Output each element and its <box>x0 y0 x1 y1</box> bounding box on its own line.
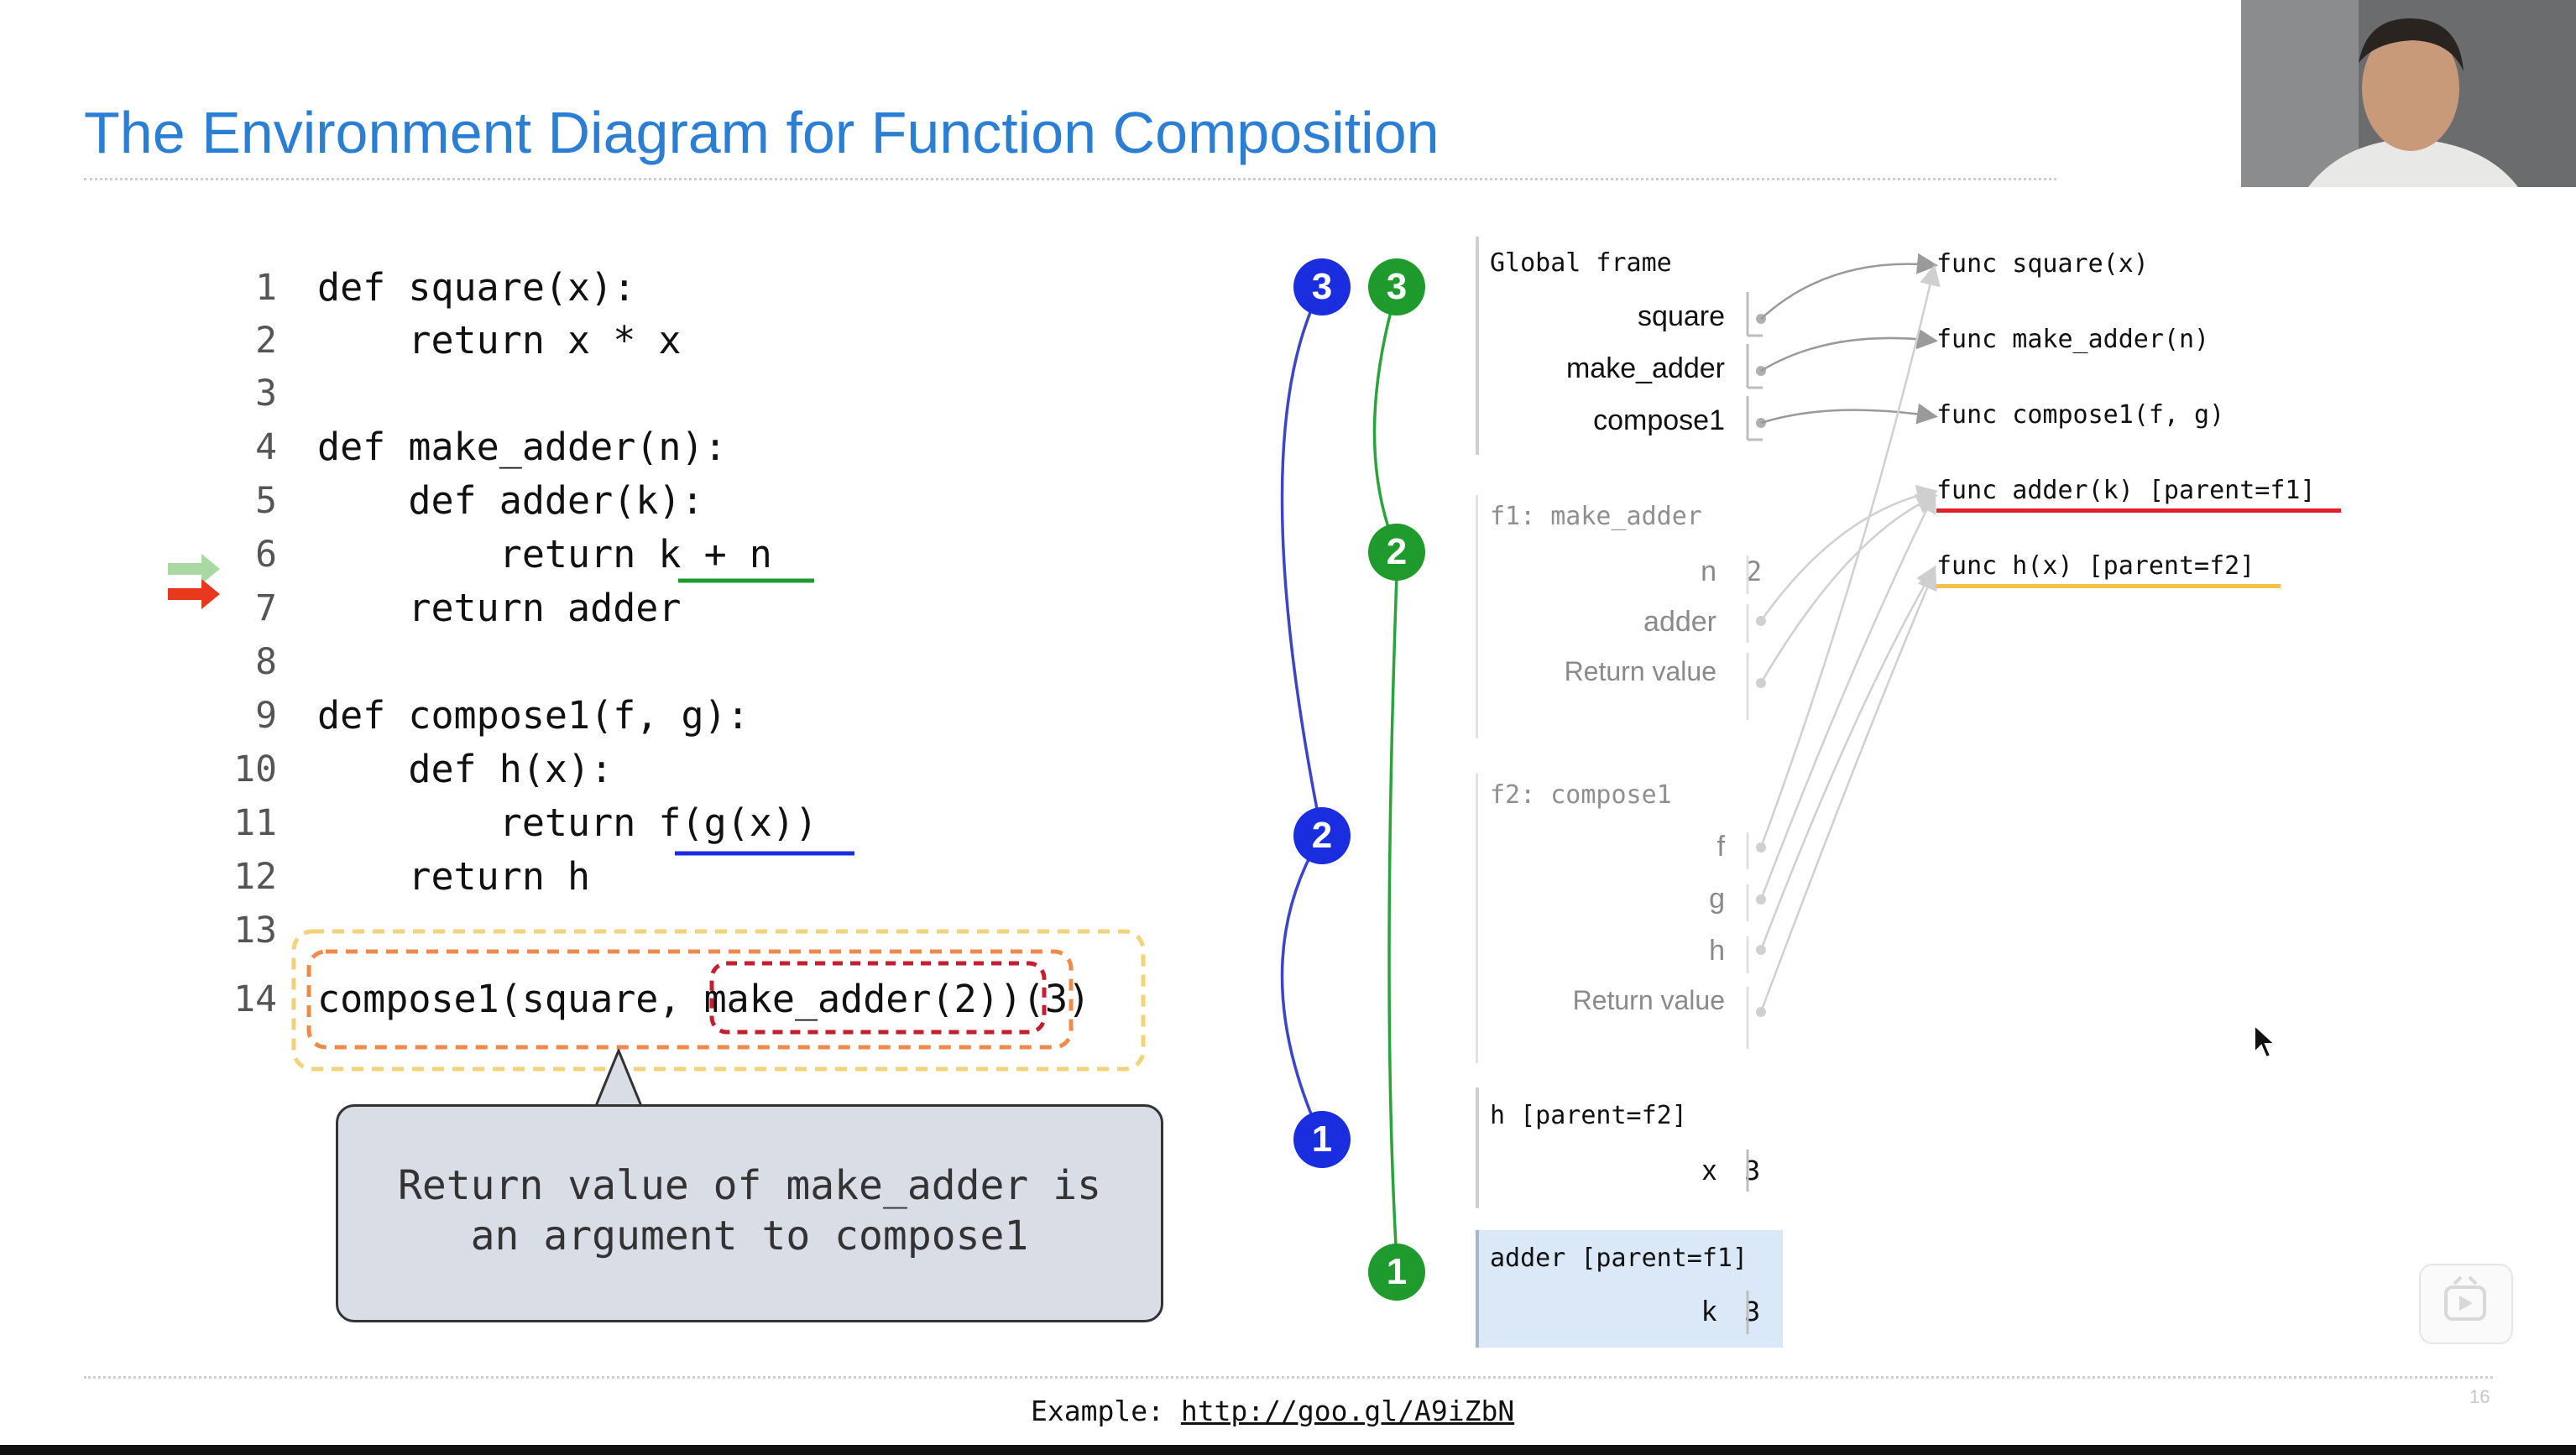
example-link-row: Example: http://goo.gl/A9iZbN <box>1031 1395 1514 1427</box>
title-divider <box>84 178 2056 180</box>
code-line-5: def adder(k): <box>317 478 704 523</box>
call-box-outer <box>291 929 1146 1072</box>
mouse-cursor-icon <box>2254 1024 2277 1059</box>
code-line-6: return k + n <box>317 532 772 576</box>
object-func-square: func square(x) <box>1936 249 2149 279</box>
callout-bubble: Return value of make_adder is an argumen… <box>336 1104 1163 1322</box>
f2-var-g: g <box>1709 883 1725 915</box>
green-connector-upper <box>1372 286 1399 553</box>
f1-val-n: 2 <box>1746 555 1763 587</box>
line-number: 13 <box>233 910 277 952</box>
object-underline-red <box>1936 508 2341 513</box>
footer-divider <box>84 1376 2493 1379</box>
code-line-14: compose1(square, make_adder(2))(3) <box>317 977 1091 1021</box>
f2-var-return-value: Return value <box>1572 985 1725 1015</box>
object-func-h: func h(x) [parent=f2] <box>1936 551 2255 581</box>
line-number: 9 <box>255 695 277 737</box>
frame-border <box>1476 774 1478 1063</box>
blue-connector-lower <box>1280 834 1324 1140</box>
line-number: 8 <box>255 641 277 683</box>
line-number: 3 <box>255 373 277 415</box>
step-marker-blue-2: 2 <box>1293 807 1351 864</box>
step-marker-blue-1: 1 <box>1293 1111 1351 1168</box>
f1-frame-label: f1: make_adder <box>1490 502 1702 531</box>
callout-text-line-1: Return value of make_adder is <box>397 1162 1102 1209</box>
object-func-make-adder: func make_adder(n) <box>1936 325 2210 354</box>
bottom-bar <box>0 1445 2576 1455</box>
play-icon <box>2444 1275 2486 1321</box>
previous-line-arrow-icon <box>168 554 220 584</box>
adder-frame-active <box>1476 1230 1783 1348</box>
step-marker-green-1: 1 <box>1368 1244 1425 1301</box>
slide-title: The Environment Diagram for Function Com… <box>84 100 1440 165</box>
step-marker-green-3: 3 <box>1368 258 1425 316</box>
example-label: Example: <box>1031 1395 1164 1427</box>
global-var-square: square <box>1638 300 1725 332</box>
play-button[interactable] <box>2419 1264 2513 1344</box>
line-number: 2 <box>255 320 277 362</box>
code-annotations <box>168 554 1146 1072</box>
page-number: 16 <box>2469 1386 2490 1407</box>
line-number: 12 <box>233 856 277 898</box>
blue-connector-upper <box>1280 286 1324 836</box>
global-var-make-adder: make_adder <box>1565 352 1725 384</box>
h-var-x: x <box>1702 1155 1716 1186</box>
code-line-2: return x * x <box>317 318 682 362</box>
global-var-compose1: compose1 <box>1593 404 1725 436</box>
example-url-link[interactable]: http://goo.gl/A9iZbN <box>1180 1395 1515 1427</box>
code-line-9: def compose1(f, g): <box>317 693 750 738</box>
step-connectors <box>1280 286 1399 1275</box>
global-frame-label: Global frame <box>1490 248 1672 278</box>
call-box-middle <box>306 949 1074 1050</box>
frame-border <box>1476 1087 1479 1208</box>
current-line-arrow-icon <box>168 579 220 609</box>
presenter-silhouette <box>2241 0 2576 187</box>
line-number: 1 <box>255 267 277 309</box>
code-line-7: return adder <box>317 586 682 630</box>
callout-text-line-2: an argument to compose1 <box>470 1212 1029 1259</box>
step-marker-blue-3: 3 <box>1293 258 1351 316</box>
f1-var-adder: adder <box>1643 606 1716 638</box>
code-line-11: return f(g(x)) <box>317 801 818 845</box>
object-func-compose1: func compose1(f, g) <box>1936 400 2225 430</box>
code-line-1: def square(x): <box>317 265 636 310</box>
call-box-inner <box>709 961 1047 1035</box>
green-connector-lower <box>1387 551 1399 1275</box>
adder-var-k: k <box>1702 1296 1716 1327</box>
h-frame-label: h [parent=f2] <box>1490 1101 1687 1130</box>
f2-frame-label: f2: compose1 <box>1490 780 1672 810</box>
object-func-adder: func adder(k) [parent=f1] <box>1936 476 2316 505</box>
line-number: 6 <box>255 534 277 576</box>
line-number: 7 <box>255 587 277 629</box>
f2-var-h: h <box>1709 935 1725 967</box>
line-number: 4 <box>255 426 277 468</box>
object-underline-yellow <box>1936 584 2281 588</box>
line-number: 11 <box>233 802 277 844</box>
code-line-12: return h <box>317 854 591 899</box>
f1-var-return-value: Return value <box>1564 656 1716 686</box>
pointer-arrows <box>1746 253 1941 1334</box>
adder-frame-label: adder [parent=f1] <box>1490 1244 1748 1273</box>
frame-border <box>1476 495 1478 738</box>
step-marker-green-2: 2 <box>1368 524 1425 581</box>
line-number: 10 <box>233 748 277 790</box>
f2-var-f: f <box>1716 831 1725 863</box>
webcam-video <box>2241 0 2576 187</box>
code-line-10: def h(x): <box>317 747 614 791</box>
line-number: 5 <box>255 480 277 522</box>
f1-var-n: n <box>1701 555 1716 587</box>
code-line-4: def make_adder(n): <box>317 425 727 469</box>
frame-border <box>1476 237 1479 455</box>
line-number: 14 <box>233 978 277 1020</box>
